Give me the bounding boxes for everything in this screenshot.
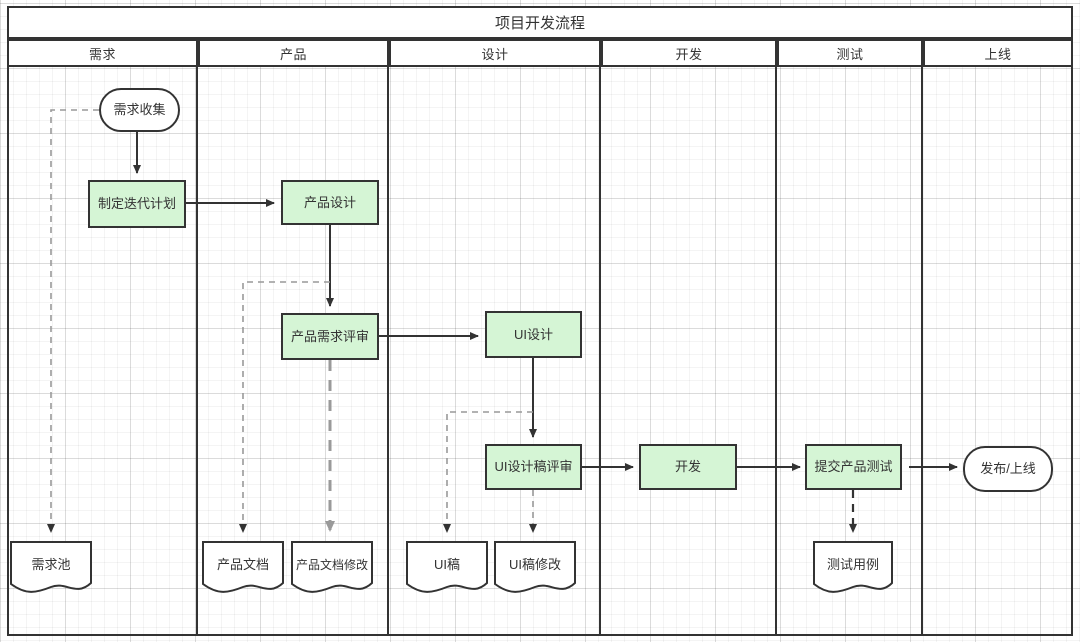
node-label: 产品文档: [216, 557, 269, 573]
node-product-design[interactable]: 产品设计: [281, 180, 379, 225]
lane-divider-5: [921, 39, 923, 636]
lane-divider-4: [775, 39, 777, 636]
diagram-title: 项目开发流程: [7, 6, 1073, 39]
lane-header-design: 设计: [389, 39, 601, 67]
node-product-doc-revision[interactable]: 产品文档修改: [291, 541, 373, 597]
lane-divider-1: [196, 39, 198, 636]
document-shape-icon: [494, 541, 576, 593]
node-product-doc[interactable]: 产品文档: [202, 541, 284, 597]
document-shape-icon: [813, 541, 893, 593]
node-label: 测试用例: [826, 557, 879, 573]
document-shape-icon: [406, 541, 488, 593]
lane-divider-2: [387, 39, 389, 636]
node-ui-draft-revision[interactable]: UI稿修改: [494, 541, 576, 597]
lane-divider-3: [599, 39, 601, 636]
lane-header-dev: 开发: [601, 39, 777, 67]
node-development[interactable]: 开发: [639, 444, 737, 490]
node-ui-design-review[interactable]: UI设计稿评审: [485, 444, 582, 490]
document-shape-icon: [202, 541, 284, 593]
node-label: 需求池: [31, 557, 71, 573]
lane-header-test: 测试: [777, 39, 923, 67]
node-product-requirement-review[interactable]: 产品需求评审: [281, 313, 379, 360]
node-iteration-plan[interactable]: 制定迭代计划: [88, 180, 186, 228]
node-test-case[interactable]: 测试用例: [813, 541, 893, 597]
lane-header-product: 产品: [198, 39, 389, 67]
node-ui-design[interactable]: UI设计: [485, 311, 582, 358]
node-label: 产品文档修改: [295, 557, 368, 572]
node-release[interactable]: 发布/上线: [963, 446, 1053, 492]
node-label: UI稿: [433, 557, 460, 573]
node-ui-draft[interactable]: UI稿: [406, 541, 488, 597]
node-label: UI稿修改: [508, 557, 561, 573]
document-shape-icon: [10, 541, 92, 593]
node-submit-product-test[interactable]: 提交产品测试: [805, 444, 902, 490]
lane-header-launch: 上线: [923, 39, 1073, 67]
lane-header-requirement: 需求: [7, 39, 198, 67]
node-requirement-collection[interactable]: 需求收集: [99, 88, 180, 132]
node-requirement-pool[interactable]: 需求池: [10, 541, 92, 597]
document-shape-icon: [291, 541, 373, 593]
